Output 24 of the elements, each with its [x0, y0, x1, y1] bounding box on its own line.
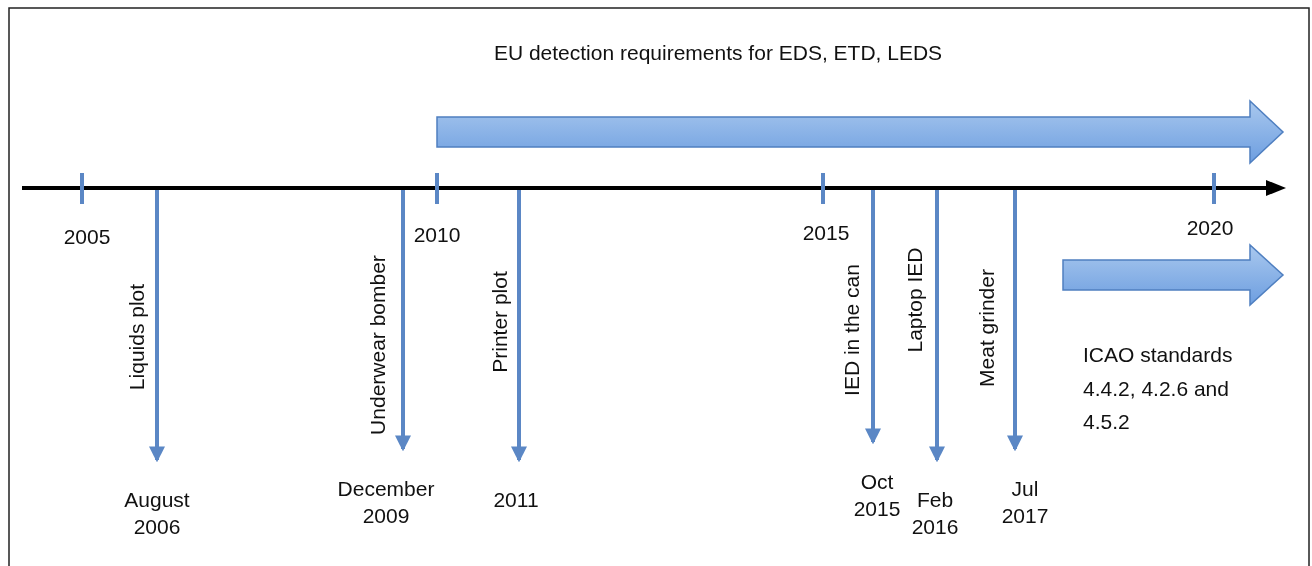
- period-label: EU detection requirements for EDS, ETD, LEDS: [493, 40, 943, 66]
- event-arrow: [511, 190, 527, 463]
- edge-label: Laptop IED: [903, 247, 927, 353]
- edge-label: Liquids plot: [125, 283, 149, 391]
- date-label: Jul 2017: [1001, 475, 1049, 530]
- date-label: 2011: [493, 486, 539, 514]
- event-arrow: [1007, 190, 1023, 452]
- year-label: 2020: [1186, 215, 1234, 241]
- event-arrow: [865, 190, 881, 445]
- event-arrow: [929, 190, 945, 463]
- date-label: Feb 2016: [911, 486, 959, 541]
- period-label: ICAO standards 4.4.2, 4.2.6 and 4.5.2: [1083, 342, 1234, 436]
- year-label: 2015: [802, 220, 850, 246]
- edge-label: Printer plot: [488, 271, 512, 373]
- date-label: December 2009: [337, 475, 435, 530]
- edge-label: IED in the can: [840, 264, 864, 396]
- event-arrow: [395, 190, 411, 452]
- event-arrow: [149, 190, 165, 463]
- year-label: 2010: [413, 222, 461, 248]
- edge-label: Meat grinder: [975, 269, 999, 387]
- date-label: Oct 2015: [853, 468, 901, 523]
- date-label: August 2006: [124, 486, 190, 541]
- edge-label: Underwear bomber: [366, 255, 390, 435]
- year-label: 2005: [63, 224, 111, 250]
